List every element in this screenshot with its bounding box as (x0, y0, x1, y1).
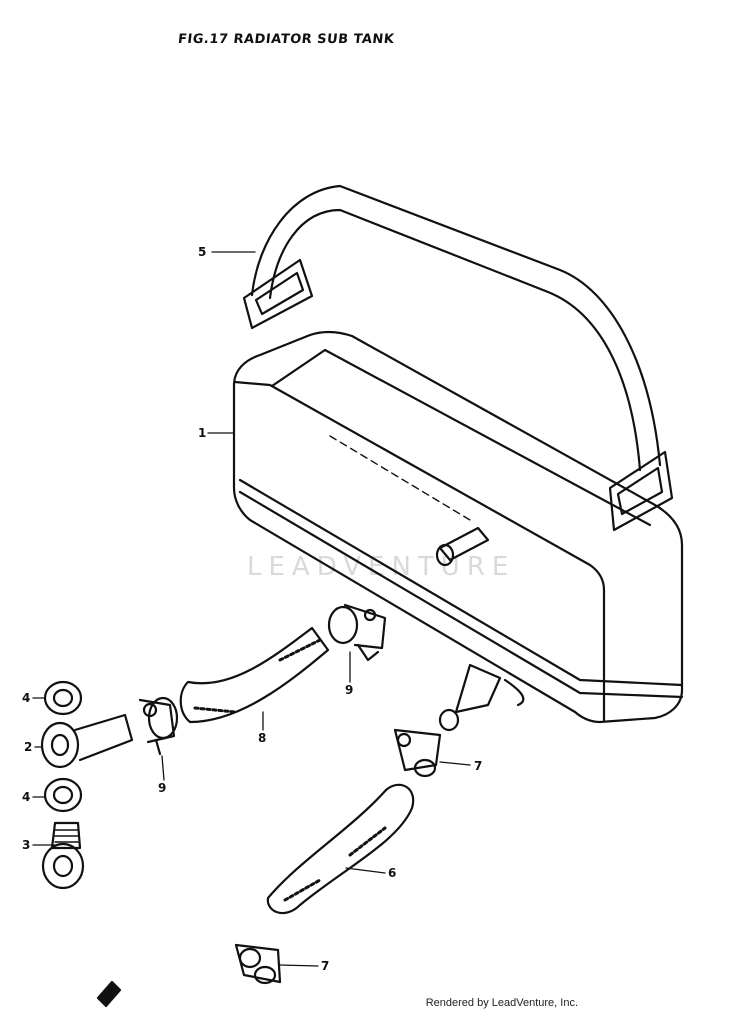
callout-7-upper: 7 (474, 759, 482, 773)
callout-4-lower: 4 (22, 790, 30, 804)
callout-8: 8 (258, 731, 266, 745)
gasket-lower-part[interactable] (43, 777, 83, 813)
watermark-text: LEADVENTURE (247, 552, 516, 582)
gasket-upper-part[interactable] (43, 680, 83, 716)
hose-upper-part[interactable] (179, 626, 330, 724)
union-fitting-part[interactable] (40, 713, 134, 769)
callout-2: 2 (24, 740, 32, 754)
sub-tank-part[interactable] (232, 330, 684, 732)
hose-lower-part[interactable] (266, 783, 415, 915)
callout-5: 5 (198, 245, 206, 259)
footer-credit: Rendered by LeadVenture, Inc. (425, 997, 578, 1009)
union-bolt-part[interactable] (41, 821, 85, 890)
strap-band-part[interactable] (242, 184, 674, 532)
callout-6: 6 (388, 866, 396, 880)
callout-9-lower: 9 (158, 781, 166, 795)
ink-mark (96, 980, 122, 1008)
callout-7-lower: 7 (321, 959, 329, 973)
callout-9-upper: 9 (345, 683, 353, 697)
hose-clamp-7-upper-part[interactable] (393, 728, 442, 778)
hose-clamp-lower-part[interactable] (138, 696, 179, 756)
hose-clamp-7-lower-part[interactable] (234, 943, 282, 985)
leader-lines (32, 251, 471, 967)
callout-1: 1 (198, 426, 206, 440)
callout-4-upper: 4 (22, 691, 30, 705)
callout-3: 3 (22, 838, 30, 852)
hose-clamp-upper-part[interactable] (327, 603, 387, 662)
